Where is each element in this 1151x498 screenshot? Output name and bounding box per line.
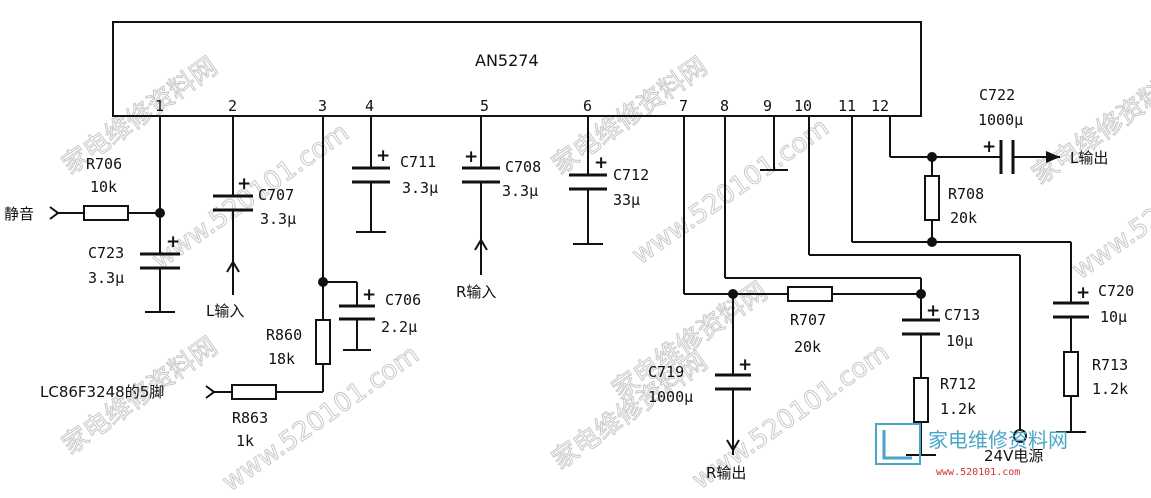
c723-value: 3.3μ (88, 269, 124, 287)
pin2-circuit: + (213, 116, 253, 295)
r-input-label: R输入 (456, 283, 496, 301)
c712-ref: C712 (613, 166, 649, 184)
c708-ref: C708 (505, 158, 541, 176)
r706-value: 10k (90, 178, 117, 196)
l-input-label: L输入 (206, 302, 244, 320)
pin-number: 2 (228, 97, 237, 115)
svg-text:+: + (376, 146, 390, 166)
r712-value: 1.2k (940, 400, 976, 418)
pin-number: 10 (794, 97, 812, 115)
site-logo: 家电维修资料网 www.520101.com (875, 423, 1068, 478)
r860-value: 18k (268, 350, 295, 368)
c708-value: 3.3μ (502, 182, 538, 200)
r863-ref: R863 (232, 409, 268, 427)
pin-number: 6 (583, 97, 592, 115)
pin9-circuit (760, 116, 788, 171)
pin-number: 7 (679, 97, 688, 115)
pin-number: 8 (720, 97, 729, 115)
mute-label: 静音 (4, 205, 34, 223)
pin11-12-circuit: + + (851, 116, 1090, 433)
l-output-label: L输出 (1070, 149, 1108, 167)
r708-ref: R708 (948, 185, 984, 203)
pin7-8-circuit: + + (683, 116, 940, 456)
resistor-r860 (315, 319, 331, 365)
pin-numbers: 1 2 3 4 5 6 7 8 9 10 11 12 (155, 97, 889, 115)
c706-ref: C706 (385, 291, 421, 309)
c711-ref: C711 (400, 153, 436, 171)
c707-ref: C707 (258, 186, 294, 204)
svg-text:+: + (1076, 283, 1090, 303)
svg-text:+: + (237, 174, 251, 194)
pin-number: 12 (871, 97, 889, 115)
watermark-text: 家电维修资料网 (1027, 62, 1151, 191)
pin3-circuit: + (205, 116, 376, 400)
logo-text: 家电维修资料网 (928, 428, 1068, 452)
resistor-r713 (1063, 351, 1079, 397)
r712-ref: R712 (940, 375, 976, 393)
ic-box (112, 21, 922, 117)
r-output-label: R输出 (706, 464, 746, 482)
c722-value: 1000μ (978, 111, 1023, 129)
resistor-r863 (231, 384, 277, 400)
svg-text:+: + (982, 137, 996, 157)
pin-number: 5 (480, 97, 489, 115)
pin-number: 4 (365, 97, 374, 115)
r708-value: 20k (950, 209, 977, 227)
c713-ref: C713 (944, 306, 980, 324)
power-terminal (1013, 429, 1027, 443)
svg-text:+: + (594, 153, 608, 173)
r706-ref: R706 (86, 155, 122, 173)
svg-text:+: + (166, 232, 180, 252)
pin-number: 3 (318, 97, 327, 115)
c719-value: 1000μ (648, 388, 693, 406)
logo-url: www.520101.com (936, 467, 1020, 478)
c712-value: 33μ (613, 191, 640, 209)
pin-number: 11 (838, 97, 856, 115)
c713-value: 10μ (946, 332, 973, 350)
power-label: 24V电源 (984, 447, 1043, 465)
svg-text:+: + (362, 285, 376, 305)
c711-value: 3.3μ (402, 179, 438, 197)
r707-value: 20k (794, 338, 821, 356)
resistor-r708 (924, 175, 940, 221)
pin-number: 1 (155, 97, 164, 115)
ic-name: AN5274 (475, 51, 539, 70)
pin-number: 9 (763, 97, 772, 115)
c720-value: 10μ (1100, 308, 1127, 326)
lc86-pin-label: LC86F3248的5脚 (40, 383, 164, 401)
svg-text:+: + (926, 301, 940, 321)
pin6-circuit: + (569, 116, 608, 245)
c707-value: 3.3μ (260, 210, 296, 228)
pin5-circuit: + (462, 116, 500, 275)
r860-ref: R860 (266, 326, 302, 344)
r863-value: 1k (236, 432, 254, 450)
resistor-r706 (83, 205, 129, 221)
c706-value: 2.2μ (381, 318, 417, 336)
c720-ref: C720 (1098, 282, 1134, 300)
svg-text:+: + (464, 147, 478, 167)
r707-ref: R707 (790, 311, 826, 329)
svg-text:+: + (738, 355, 752, 375)
c722-ref: C722 (979, 86, 1015, 104)
resistor-r712 (913, 377, 929, 423)
c723-ref: C723 (88, 244, 124, 262)
r713-value: 1.2k (1092, 380, 1128, 398)
watermark-url: www.520101.com (627, 113, 835, 271)
pin1-circuit: + (49, 116, 180, 313)
pin10-circuit (808, 116, 1027, 443)
pin4-circuit: + (352, 116, 390, 233)
c719-ref: C719 (648, 363, 684, 381)
r713-ref: R713 (1092, 356, 1128, 374)
resistor-r707 (787, 286, 833, 302)
